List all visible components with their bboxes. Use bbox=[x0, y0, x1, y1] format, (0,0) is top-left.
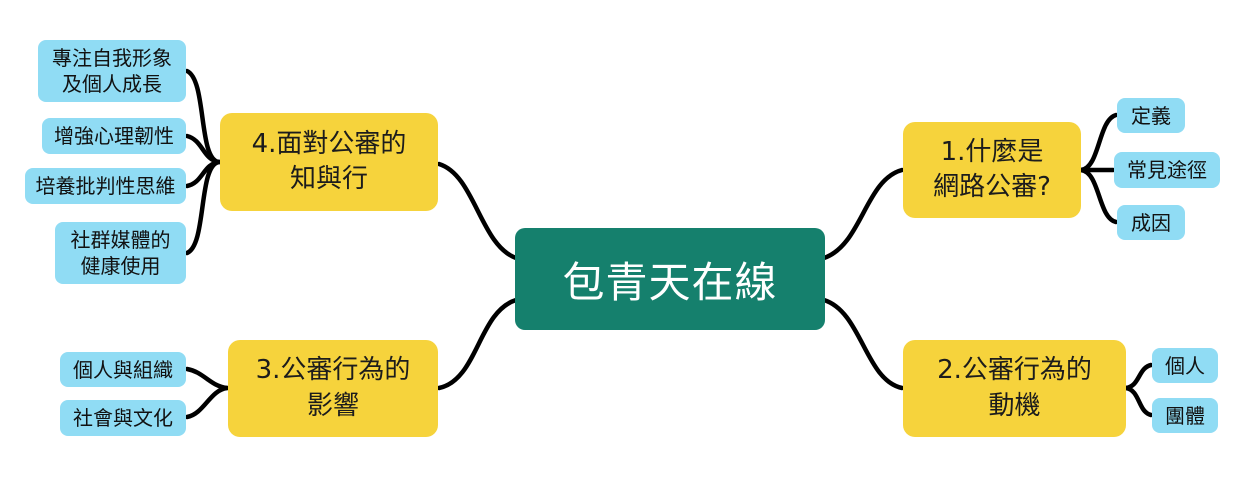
child-node-common-channels[interactable]: 常見途徑 bbox=[1114, 152, 1220, 188]
child-node-individual[interactable]: 個人 bbox=[1152, 348, 1218, 383]
connector-center-branch3 bbox=[436, 297, 519, 391]
child-label: 成因 bbox=[1131, 210, 1171, 235]
connector-center-branch2 bbox=[821, 297, 905, 391]
center-topic-label: 包青天在線 bbox=[562, 257, 778, 307]
child-label: 培養批判性思維 bbox=[35, 174, 176, 198]
child-label: 團體 bbox=[1165, 403, 1205, 428]
child-label: 增強心理韌性 bbox=[54, 124, 174, 148]
connector-center-branch1 bbox=[821, 167, 905, 261]
child-label: 常見途徑 bbox=[1127, 158, 1207, 182]
child-node-definition[interactable]: 定義 bbox=[1117, 98, 1185, 133]
connector-branch2-child0 bbox=[1123, 362, 1154, 391]
child-label: 個人與組織 bbox=[73, 357, 173, 382]
connector-center-branch4 bbox=[436, 161, 519, 261]
child-node-group[interactable]: 團體 bbox=[1152, 398, 1218, 433]
child-label: 個人 bbox=[1165, 353, 1205, 378]
branch-node-impacts[interactable]: 3.公審行為的 影響 bbox=[228, 340, 438, 437]
branch-node-what-is-online-shaming[interactable]: 1.什麼是 網路公審? bbox=[903, 122, 1081, 218]
connector-branch1-child2 bbox=[1078, 167, 1119, 225]
child-node-society-and-culture[interactable]: 社會與文化 bbox=[60, 400, 186, 436]
connector-branch3-child0 bbox=[184, 366, 230, 391]
child-node-mental-resilience[interactable]: 增強心理韌性 bbox=[42, 118, 186, 154]
child-label: 定義 bbox=[1131, 103, 1171, 128]
connector-branch1-child0 bbox=[1078, 112, 1119, 173]
branch-label: 3.公審行為的 影響 bbox=[255, 355, 411, 421]
child-label: 社會與文化 bbox=[73, 406, 173, 430]
child-node-self-image-growth[interactable]: 專注自我形象 及個人成長 bbox=[38, 40, 186, 102]
child-node-individual-and-organization[interactable]: 個人與組織 bbox=[60, 352, 186, 387]
child-node-healthy-social-media-use[interactable]: 社群媒體的 健康使用 bbox=[55, 222, 186, 284]
child-node-critical-thinking[interactable]: 培養批判性思維 bbox=[25, 168, 186, 204]
branch-label: 1.什麼是 網路公審? bbox=[933, 136, 1051, 202]
branch-node-motives[interactable]: 2.公審行為的 動機 bbox=[903, 340, 1126, 437]
connector-branch2-child1 bbox=[1123, 385, 1154, 418]
branch-label: 2.公審行為的 動機 bbox=[937, 355, 1092, 421]
child-label: 社群媒體的 健康使用 bbox=[70, 228, 171, 278]
branch-label: 4.面對公審的 知與行 bbox=[251, 128, 407, 194]
child-node-causes[interactable]: 成因 bbox=[1117, 205, 1185, 240]
connector-branch4-child3 bbox=[184, 159, 222, 256]
child-label: 專注自我形象 及個人成長 bbox=[52, 46, 172, 96]
connector-branch3-child1 bbox=[184, 385, 230, 420]
branch-node-coping-knowledge-action[interactable]: 4.面對公審的 知與行 bbox=[220, 113, 438, 211]
center-topic-node[interactable]: 包青天在線 bbox=[515, 228, 825, 330]
